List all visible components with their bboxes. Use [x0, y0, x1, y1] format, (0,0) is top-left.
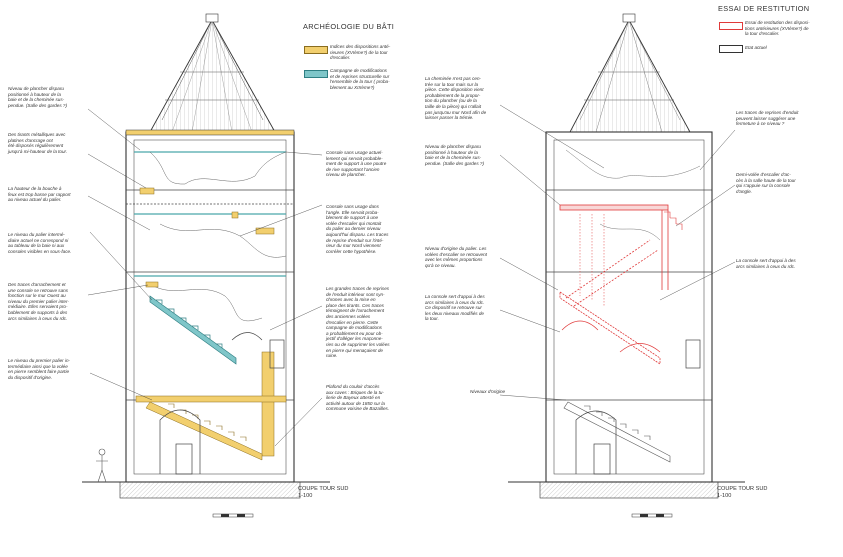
left-note-reprises-enduit: Les grandes traces de reprises de l'endu… [326, 286, 390, 359]
left-roof-eave-band [125, 129, 295, 136]
left-legend-title: ARCHÉOLOGIE DU BÂTI [303, 22, 395, 31]
left-note-plafond-couloir: Plafond du couloir d'accès aux caves : B… [326, 384, 390, 412]
right-note-console-arcs: La console sert d'appui à des arcs simil… [425, 294, 485, 322]
right-legend-title: ESSAI DE RESTITUTION [718, 4, 810, 13]
left-upper-stair [149, 295, 237, 365]
left-section [82, 13, 330, 518]
right-caption: COUPE TOUR SUD 1-100 [717, 486, 768, 499]
right-plaster-traces [565, 149, 701, 241]
left-note-bouche-feux: La hauteur de la bouche à feux est trop … [8, 186, 71, 203]
right-note-niveaux-origine: Niveaux d'origine [470, 389, 506, 394]
right-floor-lines [546, 189, 712, 401]
left-lower-stair [168, 403, 247, 441]
legend-text-original: Indices des dispositions anté- rieures (… [330, 44, 391, 61]
left-note-console-angle: Console sans usage dans l'angle. Elle se… [326, 204, 389, 254]
right-note-fermeture: Les traces de reprises d'enduit peuvent … [736, 110, 799, 127]
left-leader-lines [87, 108, 323, 447]
right-leader-lines [499, 104, 736, 401]
legend-swatch-yellow [304, 46, 328, 54]
left-note-plancher: Niveau de plancher disparu positionné à … [8, 86, 67, 108]
right-note-demi-volee: Demi-volée d'escalier d'ac- cès à la sal… [736, 172, 796, 194]
right-walls [545, 131, 713, 483]
left-plaster-traces [149, 151, 287, 322]
left-arches-doors [159, 332, 285, 475]
legend-swatch-teal [304, 70, 328, 78]
right-scale-bar [631, 513, 673, 518]
left-original-elements [135, 187, 287, 461]
left-note-tirants: Des tirants métalliques avec platines d'… [8, 132, 68, 154]
left-note-palier: Le niveau du palier intermé- diaire actu… [8, 232, 72, 254]
right-ground [508, 481, 745, 499]
left-ground [82, 481, 330, 499]
legend-swatch-black [719, 45, 743, 53]
right-section [499, 13, 745, 518]
right-current-stairs [563, 401, 671, 463]
right-arches-doors [575, 339, 701, 475]
left-note-premier-palier: Le niveau du premier palier in- termédia… [8, 358, 71, 380]
right-restitution [559, 204, 683, 365]
right-note-plancher: Niveau de plancher disparu positionné à … [425, 144, 484, 166]
right-note-console-rdc: La console sert d'appui à des arcs simil… [736, 258, 796, 269]
right-note-cheminee: La cheminée n'est pas cen- trée sur la t… [425, 76, 487, 121]
legend-text-etat-actuel: Etat actuel [745, 45, 767, 50]
legend-swatch-red [719, 22, 743, 30]
legend-text-restitution: Essai de restitution des disposi- tions … [745, 20, 810, 37]
human-scale-figure [96, 448, 108, 483]
left-roof [149, 13, 276, 133]
left-tie-rods [134, 151, 286, 277]
right-note-niveau-palier: Niveau d'origine du palier. Les volées d… [425, 246, 487, 268]
left-note-console-poutre: Console sans usage actuel- lement qui se… [326, 150, 387, 178]
left-note-arrachement: Des traces d'arrachement et une console … [8, 282, 69, 321]
left-scale-bar [212, 513, 254, 518]
left-caption: COUPE TOUR SUD 1-100 [298, 486, 349, 499]
right-roof [569, 13, 691, 133]
legend-text-modifications: Campagne de modifications et de reprises… [330, 68, 390, 90]
